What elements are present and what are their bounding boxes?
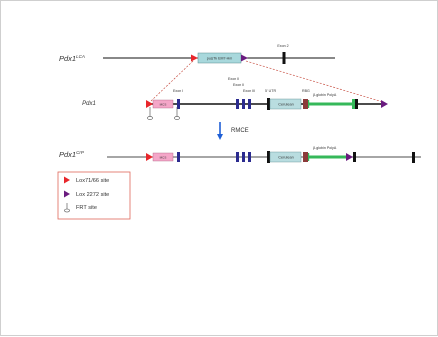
lox2272-site-icon bbox=[346, 153, 353, 161]
exon-block bbox=[236, 152, 239, 162]
utr-block bbox=[267, 98, 270, 110]
frt-site-icon bbox=[174, 116, 180, 120]
globin-polya-bar bbox=[308, 102, 354, 106]
projection-line-right bbox=[245, 60, 384, 103]
lollipop-icon bbox=[64, 208, 70, 213]
legend-item-lox2272: Lox 2272 site bbox=[76, 192, 109, 198]
globin-edge bbox=[308, 153, 310, 161]
mcs-label: MCS bbox=[160, 103, 167, 107]
globin-end-block bbox=[352, 99, 355, 109]
exon2-label: Exon 2 bbox=[277, 44, 288, 48]
globin-label: β-globin PolyA bbox=[313, 146, 337, 150]
mcs-label: MCS bbox=[160, 156, 167, 160]
utr-label: 5' UTR bbox=[265, 89, 276, 93]
red-triangle-icon bbox=[64, 176, 70, 184]
cassette-label: puΔTk EM7-Hm bbox=[207, 57, 233, 61]
crp-allele-row: Pdx1CrP MCS Cerulean β-globin PolyA bbox=[59, 146, 421, 163]
crp-allele-label: Pdx1CrP bbox=[59, 150, 84, 159]
rmce-arrow: RMCE bbox=[217, 122, 249, 140]
exon-block bbox=[248, 152, 251, 162]
exchange-allele-label: Pdx1 bbox=[82, 101, 96, 107]
exon-ii-label-a: Exon II bbox=[228, 77, 239, 81]
mcs-box bbox=[152, 152, 174, 162]
exon2-block bbox=[355, 99, 358, 109]
exon-block bbox=[236, 99, 239, 109]
exon-ii-label-b: Exon II bbox=[233, 83, 244, 87]
exon2-block bbox=[353, 152, 356, 162]
arrow-down-icon bbox=[217, 134, 223, 140]
legend-box: Lox71/66 site Lox 2272 site FRT site bbox=[57, 171, 131, 220]
exon-block bbox=[248, 99, 251, 109]
legend-border bbox=[57, 171, 131, 220]
rbg-block bbox=[303, 99, 308, 109]
exchange-vector-row: Pdx1 MCS Exon I Exon II Exon II Exon III… bbox=[82, 77, 388, 120]
lox71-site-icon bbox=[191, 54, 198, 62]
lox2272-site-icon bbox=[381, 100, 388, 108]
projection-line-left bbox=[150, 60, 194, 102]
cerulean-label: Cerulean bbox=[278, 103, 293, 107]
downstream-exon-block bbox=[412, 152, 415, 163]
legend-item-frt: FRT site bbox=[76, 205, 97, 211]
legend-item-lox71: Lox71/66 site bbox=[76, 178, 109, 184]
globin-label: β-globin PolyA bbox=[313, 93, 337, 97]
exon-block bbox=[242, 152, 245, 162]
utr-block bbox=[267, 151, 270, 163]
rmce-label: RMCE bbox=[231, 128, 249, 134]
exon1-block bbox=[177, 152, 180, 162]
rbg-block bbox=[303, 152, 308, 162]
rbg-label: RBG bbox=[302, 89, 310, 93]
mcs-box bbox=[152, 99, 174, 109]
exon2-block bbox=[282, 52, 286, 64]
lox71-site-icon bbox=[146, 100, 153, 108]
purple-triangle-icon bbox=[64, 190, 70, 198]
cerulean-box bbox=[269, 151, 302, 163]
exon1-block bbox=[177, 99, 180, 109]
lca-allele-row: Pdx1LCA puΔTk EM7-Hm Exon 2 bbox=[59, 44, 335, 64]
exon-block bbox=[242, 99, 245, 109]
exon-iii-label: Exon III bbox=[243, 89, 255, 93]
globin-edge bbox=[308, 100, 310, 108]
cerulean-box bbox=[269, 98, 302, 110]
lox2272-site-icon bbox=[241, 54, 248, 62]
lox71-site-icon bbox=[146, 153, 153, 161]
cerulean-label: Cerulean bbox=[278, 156, 293, 160]
lca-allele-label: Pdx1LCA bbox=[59, 54, 85, 63]
globin-polya-bar bbox=[308, 155, 348, 159]
exon-i-label: Exon I bbox=[173, 89, 183, 93]
frt-site-icon bbox=[147, 116, 153, 120]
